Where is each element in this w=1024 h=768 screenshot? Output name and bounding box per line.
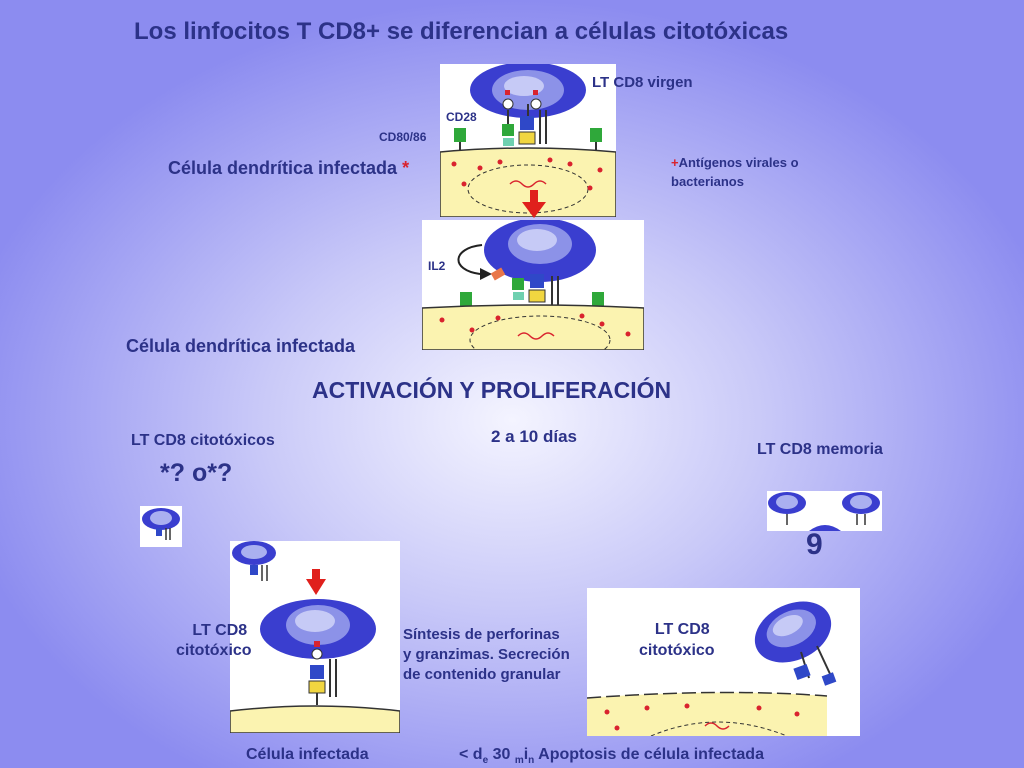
small-cytotoxic-cell bbox=[140, 506, 182, 547]
cd28-label: CD28 bbox=[446, 110, 477, 124]
antigens-label: +Antígenos virales o bacterianos bbox=[671, 153, 799, 191]
apoptosis-sub-m: m bbox=[514, 755, 524, 767]
plus-icon: + bbox=[671, 155, 679, 170]
synthesis-label: Síntesis de perforinas y granzimas. Secr… bbox=[403, 625, 570, 685]
dendritic-cell-text: Célula dendrítica infectada bbox=[168, 158, 398, 178]
cytotoxic-label-left-2: citotóxico bbox=[176, 642, 252, 659]
lt-cd8-cytotoxic-label: LT CD8 citotóxicos bbox=[131, 432, 275, 449]
apoptosis-pre: < d bbox=[459, 746, 483, 763]
dendritic-cell-label-top: Célula dendrítica infectada * bbox=[168, 158, 409, 179]
question-marks: *? o*? bbox=[160, 459, 233, 487]
apoptosis-panel bbox=[587, 588, 860, 736]
page-title: Los linfocitos T CD8+ se diferencian a c… bbox=[134, 18, 789, 45]
il2-label: IL2 bbox=[428, 259, 446, 273]
days-label: 2 a 10 días bbox=[491, 427, 578, 446]
number-nine: 9 bbox=[806, 528, 823, 561]
asterisk-mark: * bbox=[402, 158, 410, 178]
apoptosis-i: i bbox=[523, 746, 529, 763]
naive-tcell-panel bbox=[440, 64, 616, 217]
antigens-line-2: bacterianos bbox=[671, 174, 744, 189]
cd80-86-label: CD80/86 bbox=[379, 130, 427, 144]
cytotoxic-attack-panel bbox=[230, 541, 400, 733]
apoptosis-post: Apoptosis de célula infectada bbox=[534, 746, 764, 763]
activated-tcell-panel bbox=[422, 220, 644, 350]
apoptosis-sub-n: n bbox=[528, 755, 535, 767]
synthesis-line-2: y granzimas. Secreción bbox=[403, 646, 570, 663]
apoptosis-sub-e: e bbox=[482, 755, 489, 767]
lt-cd8-virgen-label: LT CD8 virgen bbox=[592, 74, 693, 91]
memory-cells-panel bbox=[767, 491, 882, 531]
cytotoxic-label-left-1: LT CD8 bbox=[192, 622, 248, 639]
apoptosis-label: < de 30 min Apoptosis de célula infectad… bbox=[459, 746, 764, 766]
apoptosis-mid: 30 bbox=[488, 746, 515, 763]
cytotoxic-label-right: LT CD8 citotóxico bbox=[639, 619, 715, 661]
activation-heading: ACTIVACIÓN Y PROLIFERACIÓN bbox=[312, 377, 672, 403]
cytotoxic-label-left: LT CD8 citotóxico bbox=[176, 621, 252, 661]
synthesis-line-1: Síntesis de perforinas bbox=[403, 626, 560, 643]
lt-cd8-memory-label: LT CD8 memoria bbox=[757, 441, 883, 458]
cytotoxic-label-right-2: citotóxico bbox=[639, 642, 715, 659]
down-arrow-icon bbox=[522, 190, 546, 223]
cytotoxic-label-right-1: LT CD8 bbox=[654, 621, 710, 638]
infected-cell-label: Célula infectada bbox=[246, 746, 369, 763]
synthesis-line-3: de contenido granular bbox=[403, 666, 561, 683]
antigens-line-1: Antígenos virales o bbox=[678, 155, 799, 170]
dendritic-cell-label-mid: Célula dendrítica infectada bbox=[126, 336, 356, 356]
